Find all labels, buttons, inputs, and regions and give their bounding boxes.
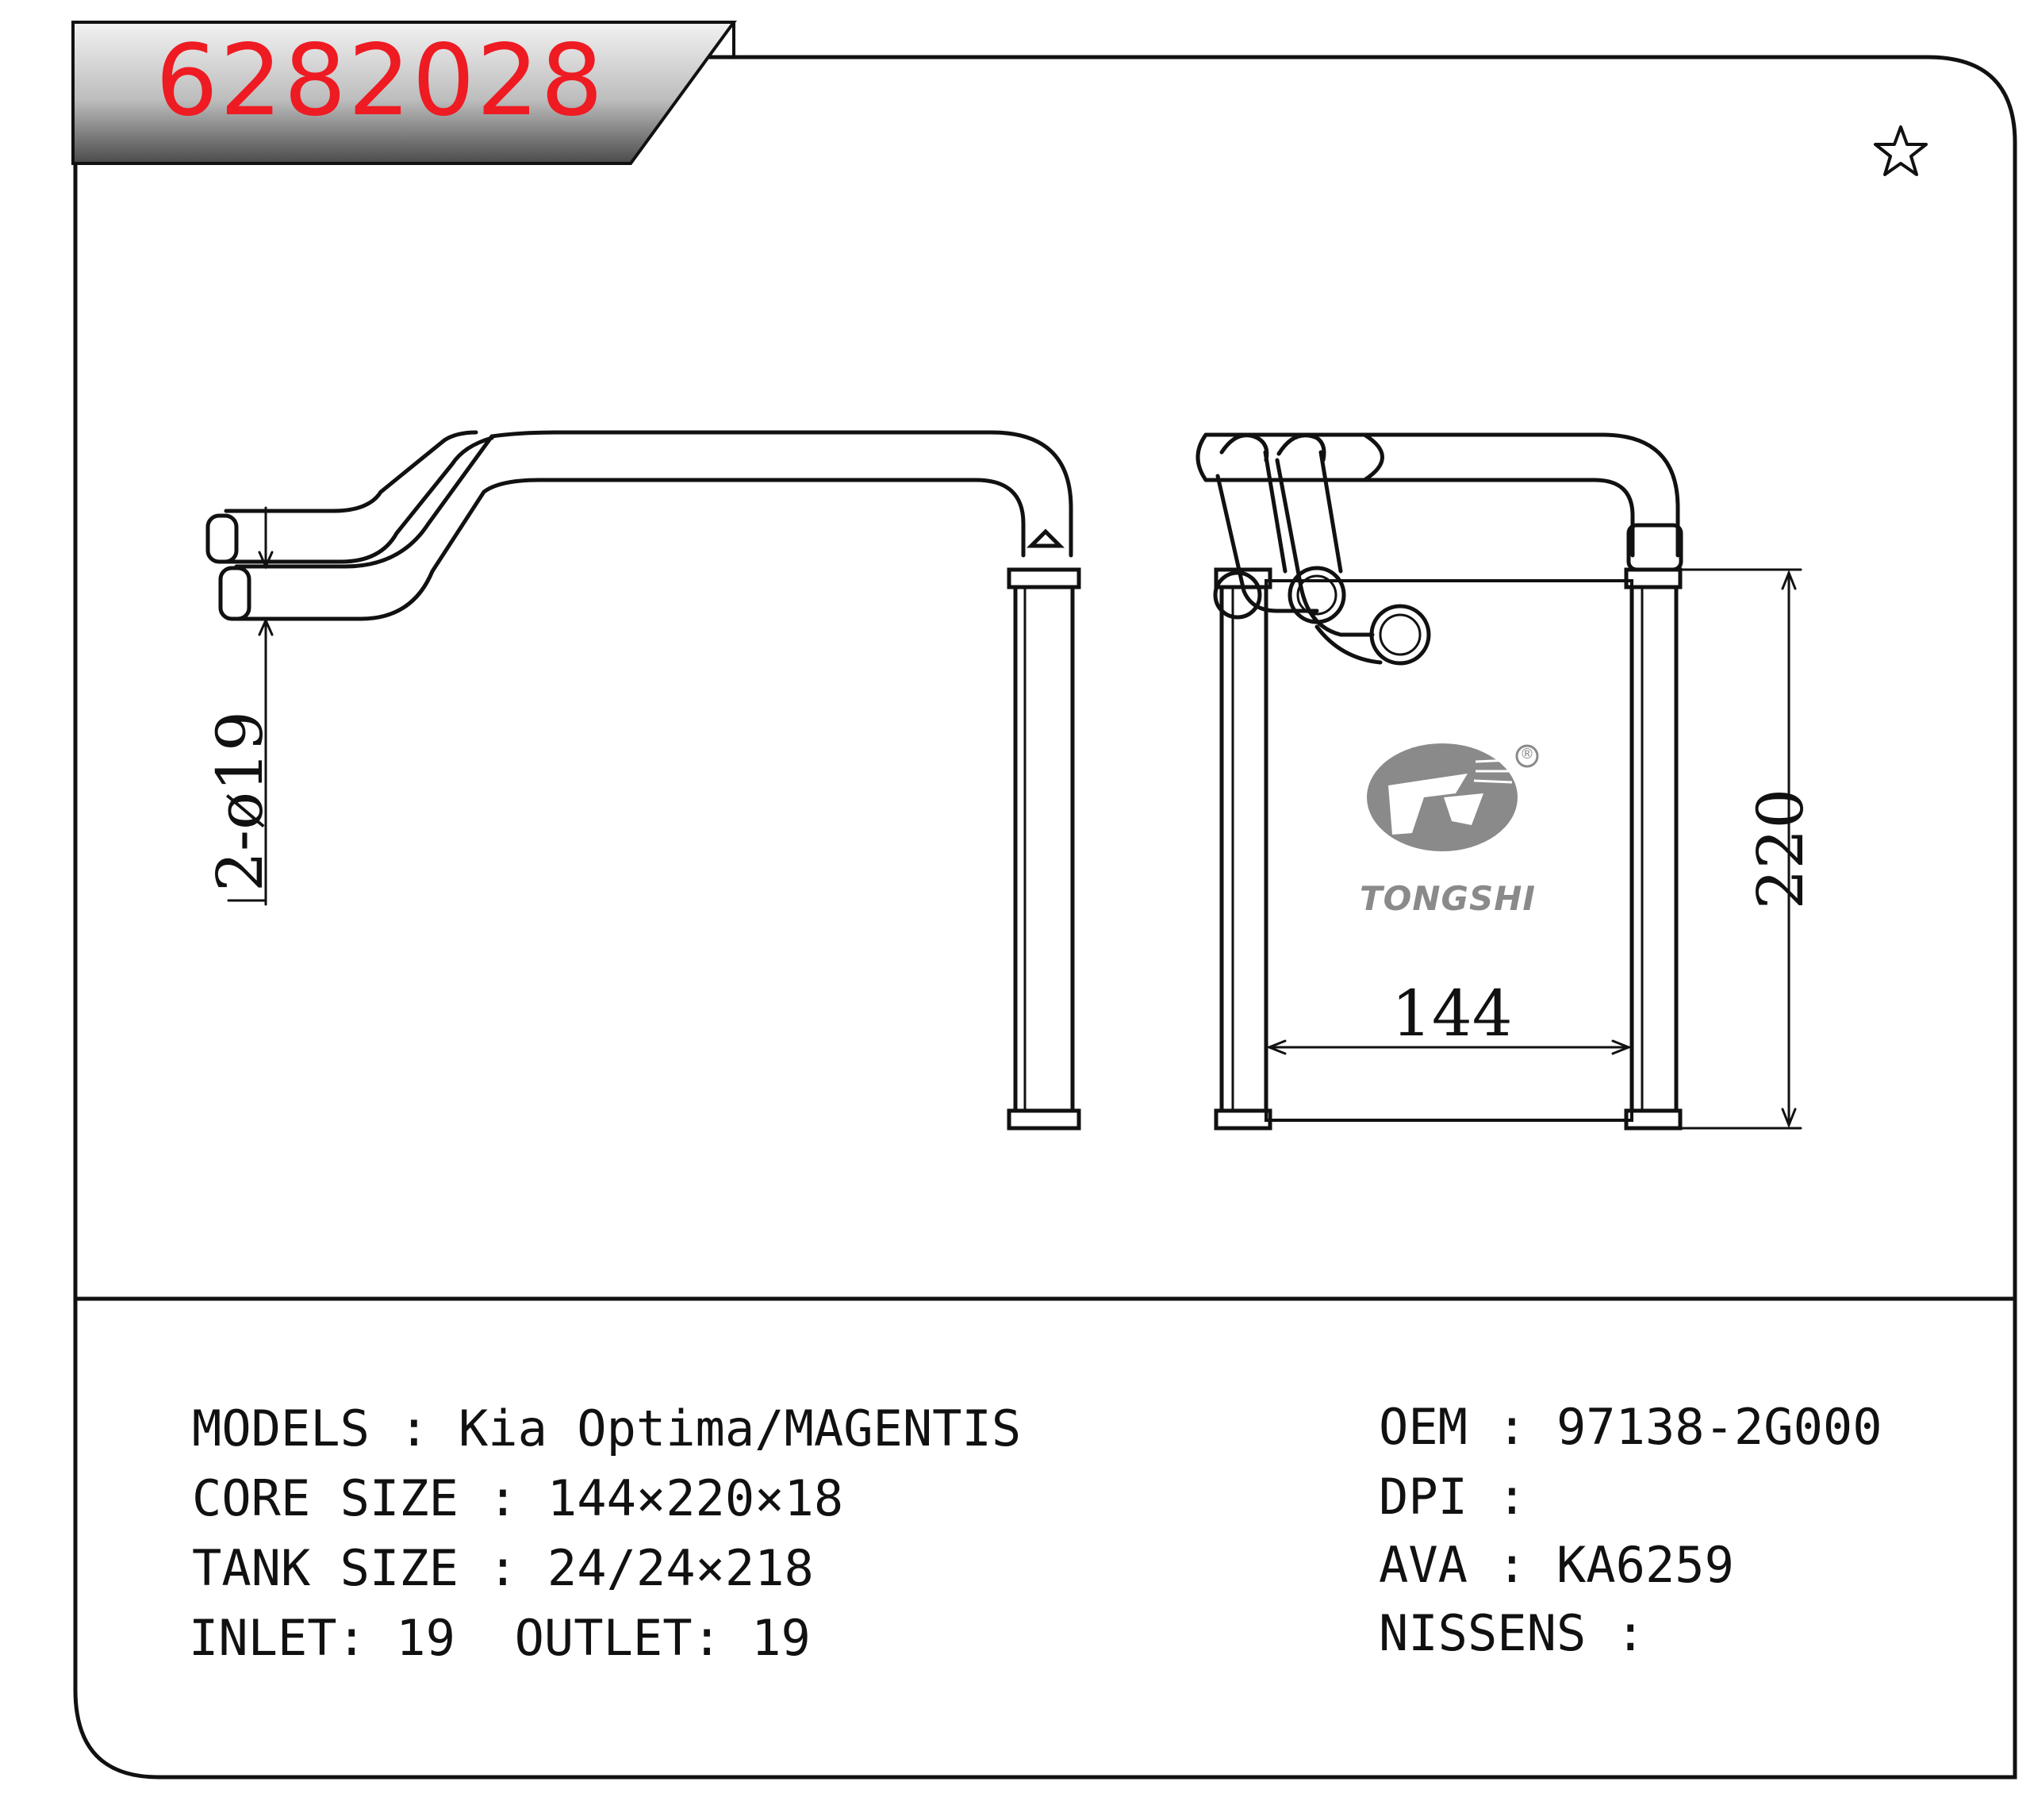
spec-tank-size: TANK SIZE : 24/24×218: [192, 1539, 814, 1597]
title-tab: [71, 21, 737, 165]
part-number-title: 6282028: [155, 24, 605, 138]
spec-models: MODELS : Kia Optima/MAGENTIS: [192, 1400, 1022, 1457]
spec-inlet-outlet: INLET: 19 OUTLET: 19: [189, 1609, 811, 1667]
spec-nissens: NISSENS :: [1379, 1604, 1645, 1662]
width-dimension-label: 144: [1391, 977, 1513, 1050]
spec-core-size: CORE SIZE : 144×220×18: [192, 1469, 844, 1527]
registered-mark: ®: [1520, 746, 1534, 762]
sheet-frame: [73, 55, 2017, 1780]
star-outline-icon[interactable]: [1874, 125, 1928, 176]
height-dimension-label: 220: [1744, 788, 1817, 910]
inlet-dimension-label: 2-ø19: [203, 711, 277, 892]
spec-ava: AVA : KA6259: [1379, 1536, 1734, 1594]
front-view-drawing: [1195, 432, 1802, 1131]
spec-dpi: DPI :: [1379, 1468, 1527, 1526]
spec-oem: OEM : 97138-2G000: [1379, 1398, 1882, 1456]
brand-name: TONGSHI: [1360, 879, 1537, 918]
side-view-drawing: [205, 430, 1081, 1131]
tongshi-logo-icon: [1367, 743, 1539, 851]
